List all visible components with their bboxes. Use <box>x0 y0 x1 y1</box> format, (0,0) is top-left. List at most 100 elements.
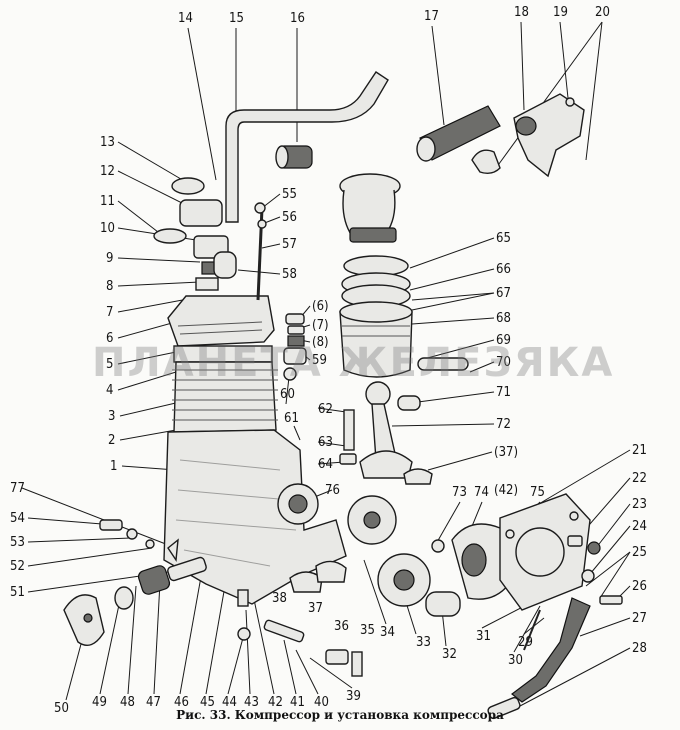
callout-55: 55 <box>282 187 297 202</box>
callout-65: 65 <box>496 231 511 246</box>
callout-69: 69 <box>496 333 511 348</box>
callout-64: 64 <box>318 457 333 472</box>
callout-44: 44 <box>222 695 237 710</box>
piston-pin <box>417 357 469 371</box>
callout-31: 31 <box>476 629 491 644</box>
callout-66: 66 <box>496 262 511 277</box>
callout-40: 40 <box>314 695 329 710</box>
callout-24: 24 <box>632 519 647 534</box>
callout-29: 29 <box>518 635 533 650</box>
callout-6: 6 <box>106 331 113 346</box>
rubber-hose <box>416 105 501 162</box>
callout-53: 53 <box>10 535 25 550</box>
watermark: ПЛАНЕТА ЖЕЛЕЗЯКА <box>92 340 615 386</box>
side-shaft <box>114 556 207 610</box>
callout-62: 62 <box>318 402 333 417</box>
callout-30: 30 <box>508 653 523 668</box>
parts <box>63 71 623 720</box>
callout-47: 47 <box>146 695 161 710</box>
intake-pipe <box>225 71 389 223</box>
crankcase <box>163 429 347 605</box>
callout-37: 37 <box>308 601 323 616</box>
callout-13: 13 <box>100 135 115 150</box>
callout-75: 75 <box>530 485 545 500</box>
callout-2: 2 <box>108 433 115 448</box>
callout-36: 36 <box>334 619 349 634</box>
callout-72: 72 <box>496 417 511 432</box>
callout-56: 56 <box>282 210 297 225</box>
piston <box>339 255 413 378</box>
callout-49: 49 <box>92 695 107 710</box>
callout-54: 54 <box>10 511 25 526</box>
callout-33: 33 <box>416 635 431 650</box>
callout-74: 74 <box>474 485 489 500</box>
callout-18: 18 <box>514 5 529 20</box>
callout-23: 23 <box>632 497 647 512</box>
callout-4: 4 <box>106 383 113 398</box>
callout-51: 51 <box>10 585 25 600</box>
callout-45: 45 <box>200 695 215 710</box>
callout-35: 35 <box>360 623 375 638</box>
callout-3: 3 <box>108 409 115 424</box>
callout-p6p: (6) <box>312 299 329 314</box>
callout-p7p: (7) <box>312 318 329 333</box>
callout-12: 12 <box>100 164 115 179</box>
callout-19: 19 <box>553 5 568 20</box>
callout-50: 50 <box>54 701 69 716</box>
callout-1: 1 <box>110 459 117 474</box>
callout-59: 59 <box>312 353 327 368</box>
callout-p42p: (42) <box>494 483 518 498</box>
callout-43: 43 <box>244 695 259 710</box>
callout-20: 20 <box>595 5 610 20</box>
callout-52: 52 <box>10 559 25 574</box>
callout-17: 17 <box>424 9 439 24</box>
callout-57: 57 <box>282 237 297 252</box>
callout-76: 76 <box>325 483 340 498</box>
callout-10: 10 <box>100 221 115 236</box>
connecting-rod <box>359 381 421 479</box>
sleeve <box>425 591 461 617</box>
rear-cover <box>451 493 591 611</box>
callout-73: 73 <box>452 485 467 500</box>
callout-32: 32 <box>442 647 457 662</box>
callout-11: 11 <box>100 194 115 209</box>
callout-28: 28 <box>632 641 647 656</box>
cylinder-head <box>167 295 275 347</box>
callout-70: 70 <box>496 355 511 370</box>
callout-p8p: (8) <box>312 335 329 350</box>
callout-71: 71 <box>496 385 511 400</box>
callout-9: 9 <box>106 251 113 266</box>
drive-gear <box>347 495 431 607</box>
callout-15: 15 <box>229 11 244 26</box>
callout-77: 77 <box>10 481 25 496</box>
callout-5: 5 <box>106 357 113 372</box>
callout-14: 14 <box>178 11 193 26</box>
callout-34: 34 <box>380 625 395 640</box>
callout-21: 21 <box>632 443 647 458</box>
small-clamp <box>471 149 501 175</box>
callout-16: 16 <box>290 11 305 26</box>
callout-39: 39 <box>346 689 361 704</box>
callout-67: 67 <box>496 286 511 301</box>
callout-25: 25 <box>632 545 647 560</box>
callout-61: 61 <box>284 411 299 426</box>
callout-60: 60 <box>280 387 295 402</box>
figure-caption: Рис. 33. Компрессор и установка компресс… <box>176 708 504 722</box>
callout-68: 68 <box>496 311 511 326</box>
callout-p37p: (37) <box>494 445 518 460</box>
callout-46: 46 <box>174 695 189 710</box>
oil-hose <box>511 597 591 703</box>
callout-63: 63 <box>318 435 333 450</box>
valve-cap <box>171 177 205 195</box>
callout-7: 7 <box>106 305 113 320</box>
callout-48: 48 <box>120 695 135 710</box>
callout-38: 38 <box>272 591 287 606</box>
callout-8: 8 <box>106 279 113 294</box>
callout-42: 42 <box>268 695 283 710</box>
callout-22: 22 <box>632 471 647 486</box>
callout-41: 41 <box>290 695 305 710</box>
callout-26: 26 <box>632 579 647 594</box>
